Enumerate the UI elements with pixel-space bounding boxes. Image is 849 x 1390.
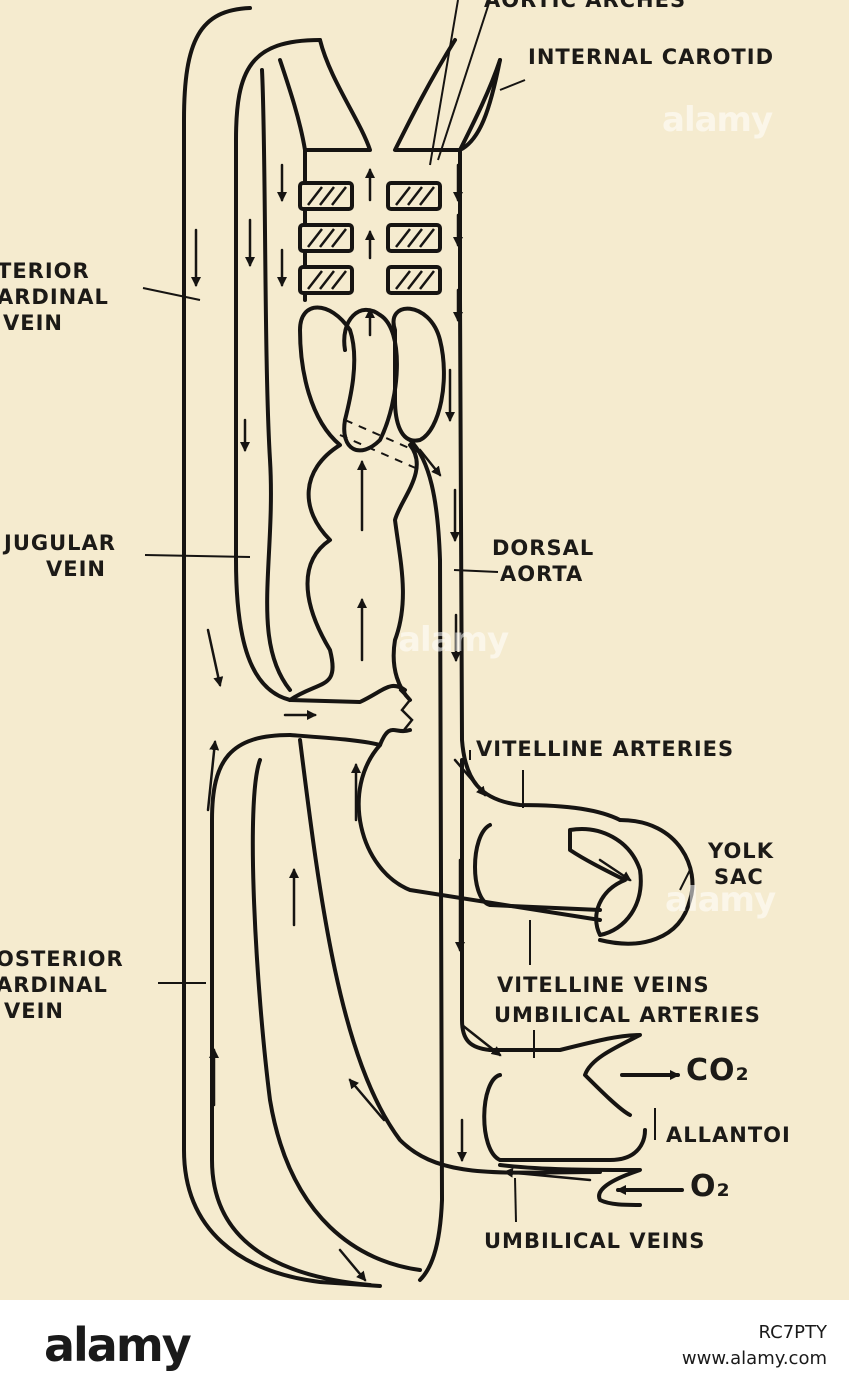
label-line: VEIN <box>45 557 106 581</box>
yolk-inner <box>568 827 643 937</box>
vitelline-vein-return <box>356 743 602 922</box>
label-anterior-cardinal-vein: TERIOR ARDINAL VEIN <box>0 258 109 336</box>
inner-cardinal-loop <box>234 38 322 702</box>
sinus-zigzag <box>398 688 414 732</box>
label-co2: CO₂ <box>686 1053 750 1088</box>
footer-url[interactable]: www.alamy.com <box>681 1348 827 1369</box>
dorsal-aorta-inner <box>408 438 444 1282</box>
circulation-diagram <box>142 0 695 1288</box>
allantois-lower <box>498 1163 642 1207</box>
label-line: OSTERIOR <box>0 947 124 971</box>
label-line: SAC <box>714 865 764 889</box>
label-line: ARDINAL <box>0 973 108 997</box>
label-allantois: ALLANTOI <box>666 1123 791 1147</box>
posterior-cardinal-outer <box>210 733 372 1287</box>
dorsal-aorta-outer <box>458 298 622 822</box>
vitelline-loop <box>473 823 602 912</box>
label-jugular-vein: JUGULAR VEIN <box>4 530 116 582</box>
label-o2: O₂ <box>690 1169 731 1204</box>
allantois-upper <box>488 1033 642 1117</box>
sinus-venosus-top <box>288 683 407 704</box>
allantois-box <box>482 1073 647 1162</box>
watermark: alamy <box>662 100 773 140</box>
gill-slits <box>298 181 442 295</box>
label-yolk-sac: YOLK SAC <box>708 838 774 890</box>
leader-lines <box>142 0 691 1223</box>
label-line: AORTA <box>500 562 584 586</box>
label-line: TERIOR <box>0 259 90 283</box>
heart-right-wall <box>391 443 419 702</box>
label-umbilical-veins: UMBILICAL VEINS <box>484 1229 706 1253</box>
label-vitelline-arteries: VITELLINE ARTERIES <box>476 737 735 761</box>
label-vitelline-veins: VITELLINE VEINS <box>497 973 710 997</box>
label-aortic-arches: AORTIC ARCHES <box>484 0 687 12</box>
aorta-lower <box>460 758 492 1052</box>
footer-logo: alamy <box>44 1318 192 1372</box>
heart-left-wall <box>288 305 357 702</box>
watermark: alamy <box>665 880 776 920</box>
jugular-inner <box>260 68 292 692</box>
right-arch-outer <box>393 38 502 152</box>
label-dorsal-aorta: DORSAL AORTA <box>492 535 594 587</box>
carotid-stem <box>458 58 502 152</box>
label-line: YOLK <box>708 839 774 863</box>
outer-cardinal-loop <box>182 6 382 1288</box>
watermark: alamy <box>398 620 509 660</box>
umbilical-vein-path <box>298 738 602 1175</box>
left-arch-outer <box>278 38 372 152</box>
footer-image-id: RC7PTY <box>758 1322 827 1343</box>
heart-right-lobe <box>391 306 446 443</box>
label-line: ARDINAL <box>0 285 109 309</box>
label-line: VEIN <box>4 999 64 1023</box>
sinus-venosus-bottom <box>288 728 412 747</box>
label-line: DORSAL <box>492 536 595 560</box>
label-line: JUGULAR <box>4 531 116 555</box>
label-internal-carotid: INTERNAL CAROTID <box>528 45 775 69</box>
flow-arrows <box>191 163 632 1282</box>
footer-bar: alamy RC7PTY www.alamy.com <box>0 1300 849 1390</box>
label-posterior-cardinal-vein: OSTERIOR ARDINAL VEIN <box>0 946 124 1024</box>
yolk-sac <box>598 818 695 946</box>
label-umbilical-arteries: UMBILICAL ARTERIES <box>494 1003 761 1027</box>
posterior-cardinal-inner <box>250 758 422 1272</box>
label-line: VEIN <box>3 311 63 335</box>
